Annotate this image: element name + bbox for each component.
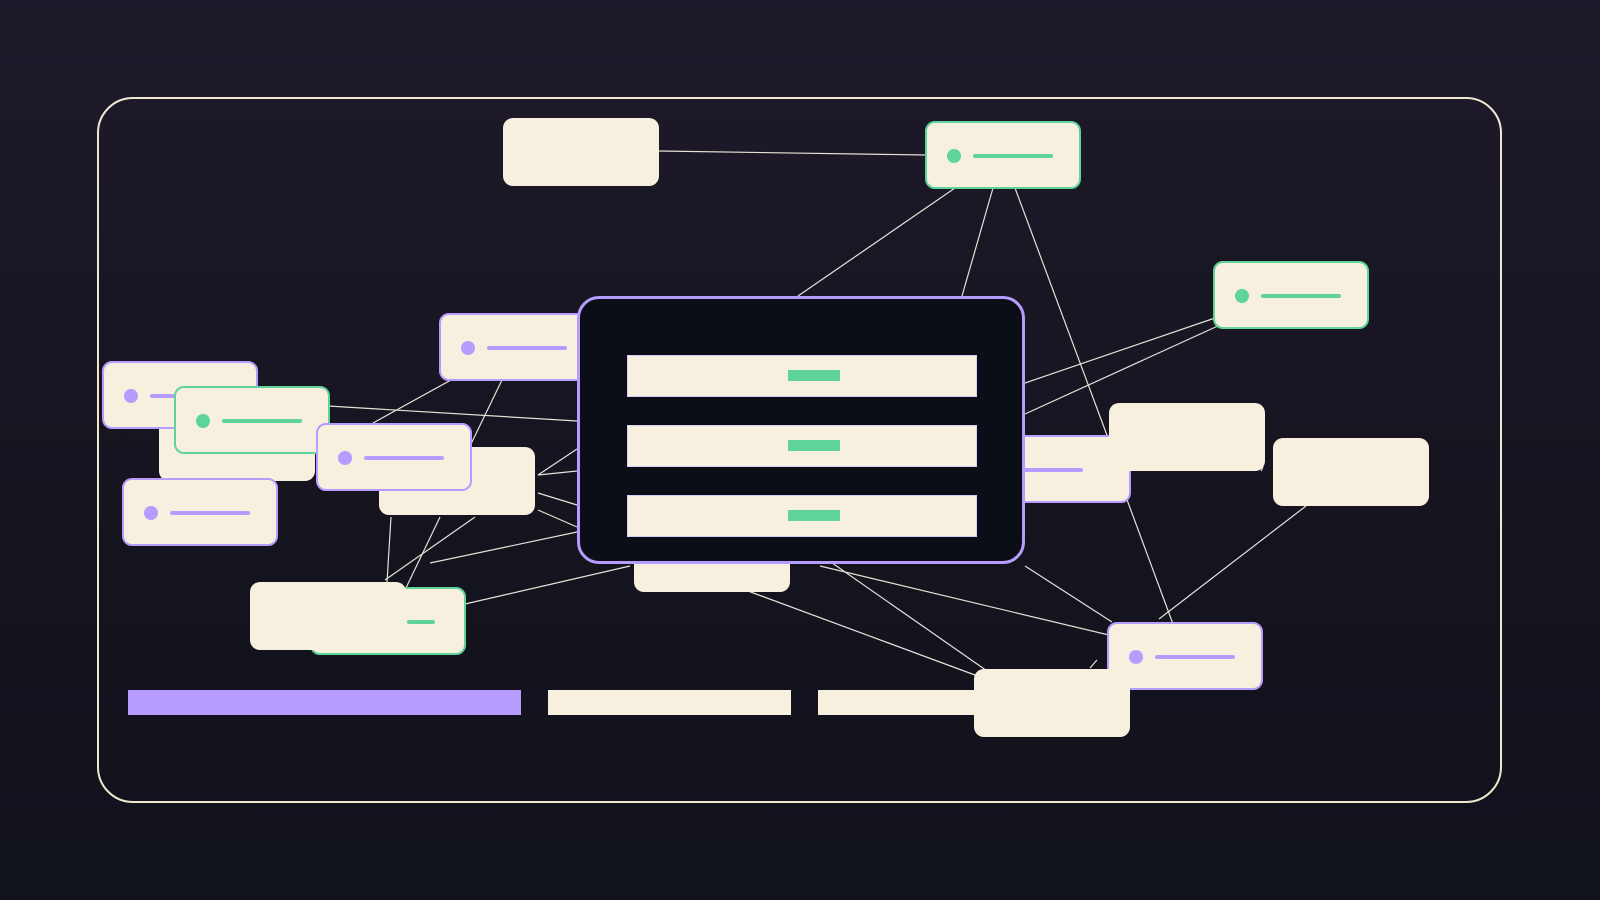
footer-strip-2 (548, 690, 791, 715)
slot-indicator (788, 440, 840, 451)
connector-edge-17 (327, 405, 578, 422)
card-right-plain-b[interactable] (1273, 438, 1429, 506)
hub-panel[interactable] (577, 296, 1025, 564)
connector-edge-25 (464, 565, 631, 605)
line-placeholder (222, 419, 302, 423)
card-right-plain-a[interactable] (1109, 403, 1265, 471)
connector-edge-21 (537, 470, 578, 476)
card-bottomright-plain[interactable] (974, 669, 1130, 737)
connector-edge-14 (747, 590, 984, 679)
card-left-lower-purple[interactable] (122, 478, 278, 546)
hub-slot-2[interactable] (627, 425, 977, 467)
connector-edge-26 (429, 531, 578, 564)
connector-edge-22 (386, 516, 392, 583)
card-left-mid-purple[interactable] (316, 423, 472, 491)
line-placeholder (170, 511, 250, 515)
card-top-plain[interactable] (503, 118, 659, 186)
hub-slot-1[interactable] (627, 355, 977, 397)
card-top-green[interactable] (925, 121, 1081, 189)
card-bottomleft-plain[interactable] (250, 582, 406, 650)
connector-edge-7 (1125, 496, 1174, 625)
connector-edge-10 (1024, 565, 1113, 623)
line-placeholder (1261, 294, 1341, 298)
status-dot-icon (1129, 650, 1143, 664)
connector-edge-8 (1158, 505, 1307, 620)
connector-edge-1 (658, 150, 926, 156)
footer-strip-3 (818, 690, 991, 715)
slot-indicator (788, 510, 840, 521)
diagram-frame (97, 97, 1502, 803)
card-bottomright-purple[interactable] (1107, 622, 1263, 690)
connector-edge-4 (1014, 187, 1109, 439)
connector-edge-16 (470, 379, 503, 445)
card-right-green[interactable] (1213, 261, 1369, 329)
connector-edge-19 (537, 492, 578, 506)
status-dot-icon (461, 341, 475, 355)
status-dot-icon (1235, 289, 1249, 303)
card-left-upper-purple[interactable] (439, 313, 595, 381)
connector-edge-15 (372, 379, 452, 424)
connector-edge-6 (1024, 324, 1221, 415)
connector-edge-13 (824, 557, 991, 674)
status-dot-icon (196, 414, 210, 428)
line-placeholder (1017, 468, 1083, 472)
line-placeholder (973, 154, 1053, 158)
connector-edge-2 (797, 187, 956, 297)
line-placeholder (407, 620, 435, 624)
connector-edge-5 (1024, 317, 1216, 384)
status-dot-icon (144, 506, 158, 520)
connector-edge-11 (819, 565, 1114, 637)
status-dot-icon (947, 149, 961, 163)
connector-edge-20 (537, 509, 578, 528)
connector-edge-24 (384, 516, 476, 581)
footer-strip-1 (128, 690, 521, 715)
connector-edge-18 (537, 448, 578, 476)
line-placeholder (1155, 655, 1235, 659)
connector-edge-12 (1089, 659, 1098, 669)
slot-indicator (788, 370, 840, 381)
card-left-green[interactable] (174, 386, 330, 454)
line-placeholder (364, 456, 444, 460)
line-placeholder (487, 346, 567, 350)
status-dot-icon (124, 389, 138, 403)
status-dot-icon (338, 451, 352, 465)
connector-edge-3 (961, 187, 994, 297)
hub-slot-3[interactable] (627, 495, 977, 537)
connector-edge-9 (1260, 466, 1264, 472)
